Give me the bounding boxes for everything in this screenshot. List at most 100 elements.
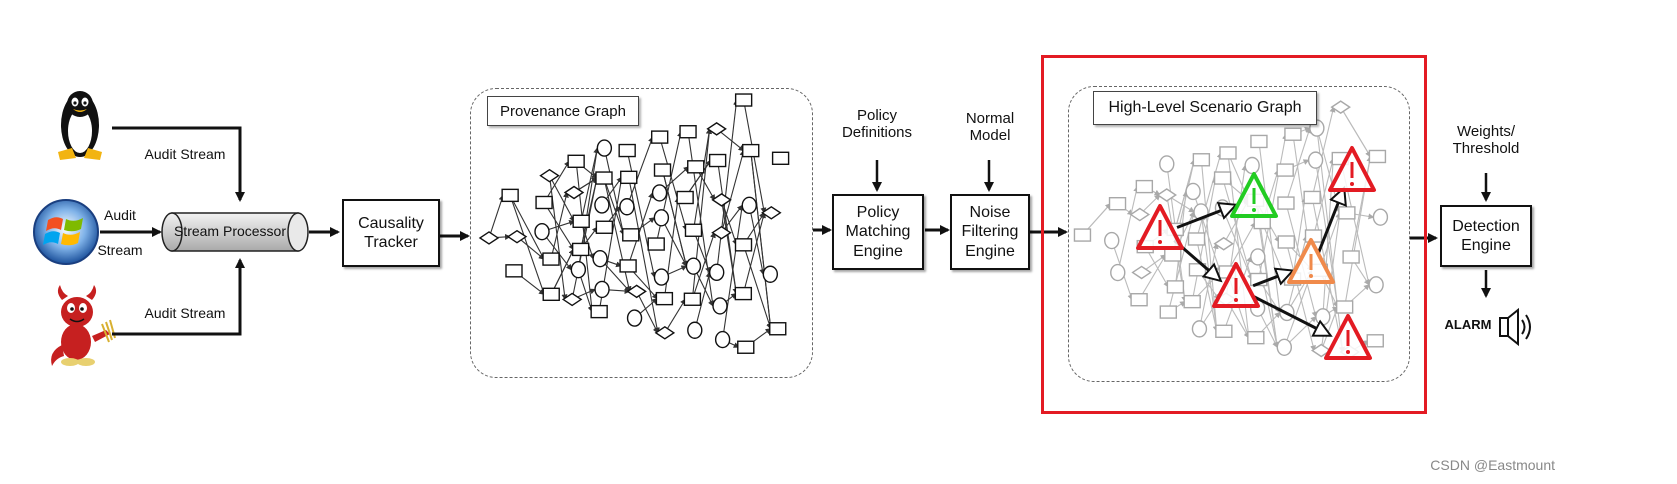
graph-edge (550, 191, 569, 260)
alert-triangle-red-icon (1328, 146, 1376, 192)
graph-edge (1195, 151, 1223, 240)
graph-edge (1292, 196, 1308, 280)
graph-edge (716, 99, 740, 273)
weights-threshold-label: Weights/ Threshold (1452, 123, 1520, 158)
graph-node-rect (1342, 250, 1360, 264)
graph-node-rect (1250, 134, 1268, 149)
detection-engine-label: Detection Engine (1452, 217, 1520, 254)
graph-edge (742, 211, 766, 294)
graph-node-rect (542, 252, 560, 266)
graph-node-rect (708, 153, 727, 168)
graph-edge (571, 177, 599, 300)
graph-edge (660, 217, 687, 268)
graph-node-circle (653, 268, 670, 286)
provenance-graph-title: Provenance Graph (487, 96, 639, 126)
graph-node-diamond (1131, 265, 1152, 280)
graph-node-rect (1335, 300, 1354, 314)
stream-processor-cylinder (161, 212, 309, 252)
graph-node-rect (535, 195, 553, 210)
graph-edge (626, 136, 654, 207)
graph-node-diamond (711, 225, 732, 240)
bsd-audit-stream-label: Audit Stream (144, 305, 226, 321)
graph-node-circle (1185, 182, 1201, 201)
graph-edge (1340, 106, 1371, 158)
graph-node-rect (572, 214, 590, 228)
graph-node-rect (619, 259, 637, 273)
causality-tracker-label: Causality Tracker (358, 214, 424, 251)
graph-node-diamond (1129, 207, 1151, 222)
graph-node-rect (1215, 324, 1233, 338)
graph-edge (722, 204, 745, 340)
scenario-alert-link (1176, 201, 1239, 229)
graph-node-circle (1159, 155, 1175, 173)
graph-edge (691, 231, 716, 300)
provenance-graph-title-text: Provenance Graph (500, 102, 626, 120)
graph-node-rect (1277, 235, 1295, 249)
graph-node-diamond (563, 185, 585, 200)
graph-node-rect (1135, 179, 1154, 194)
graph-node-circle (685, 257, 702, 275)
scenario-graph-title: High-Level Scenario Graph (1093, 91, 1317, 125)
scenario-alert-links (1173, 185, 1347, 337)
graph-node-rect (1130, 293, 1148, 307)
graph-node-rect (734, 286, 753, 301)
graph-node-rect (655, 291, 674, 306)
graph-node-circle (596, 139, 613, 157)
alert-triangle-red-icon (1324, 314, 1372, 360)
graph-edge (636, 291, 659, 334)
graph-node-rect (1159, 305, 1177, 319)
graph-edge (488, 194, 505, 239)
scenario-highlight-frame (1041, 55, 1427, 414)
watermark: CSDN @Eastmount (1430, 457, 1555, 473)
graph-node-rect (622, 228, 640, 242)
graph-node-circle (570, 260, 587, 279)
graph-node-rect (590, 304, 608, 319)
graph-node-circle (534, 222, 550, 241)
linux-penguin-icon (58, 91, 102, 160)
graph-node-rect (595, 171, 613, 185)
graph-node-rect (734, 238, 753, 252)
bsd-daemon-icon (51, 285, 116, 366)
graph-node-rect (1368, 149, 1387, 164)
graph-node-diamond (626, 284, 647, 299)
graph-node-circle (594, 196, 610, 214)
graph-node-circle (1372, 208, 1389, 226)
graph-edge (543, 160, 570, 203)
graph-edge (1226, 221, 1256, 273)
graph-node-rect (1183, 294, 1201, 309)
graph-edge (627, 191, 654, 267)
graph-node-diamond (706, 122, 727, 136)
graph-edge (664, 298, 686, 334)
speaker-icon (1499, 307, 1531, 347)
graph-node-rect (1247, 330, 1265, 345)
graph-edge (1138, 254, 1167, 300)
scenario-alert-link (1252, 267, 1295, 288)
graph-edge (1312, 157, 1335, 237)
graph-edge (603, 177, 625, 236)
graph-node-rect (650, 130, 669, 144)
alert-triangle-red-icon (1136, 204, 1184, 250)
graph-edge (549, 175, 575, 223)
graph-node-circle (1307, 151, 1324, 169)
graph-node-diamond (561, 292, 583, 307)
graph-node-rect (1276, 163, 1294, 177)
graph-edge (1174, 190, 1189, 287)
graph-node-diamond (711, 193, 732, 207)
graph-node-rect (1073, 228, 1092, 242)
scenario-alert-link (1251, 294, 1333, 337)
policy-matching-engine-label: Policy Matching Engine (845, 204, 911, 260)
graph-edge (509, 195, 545, 260)
graph-node-circle (762, 265, 779, 283)
graph-node-rect (653, 163, 672, 177)
graph-node-rect (571, 242, 590, 257)
graph-edge (720, 149, 746, 233)
graph-node-rect (542, 287, 560, 302)
graph-edge (748, 205, 766, 276)
graph-node-circle (741, 196, 757, 215)
linux-audit-stream-label: Audit Stream (144, 146, 226, 162)
graph-node-rect (1219, 146, 1237, 160)
alert-triangle-orange-icon (1287, 238, 1335, 284)
graph-node-diamond (539, 168, 560, 183)
graph-node-circle (687, 321, 703, 339)
